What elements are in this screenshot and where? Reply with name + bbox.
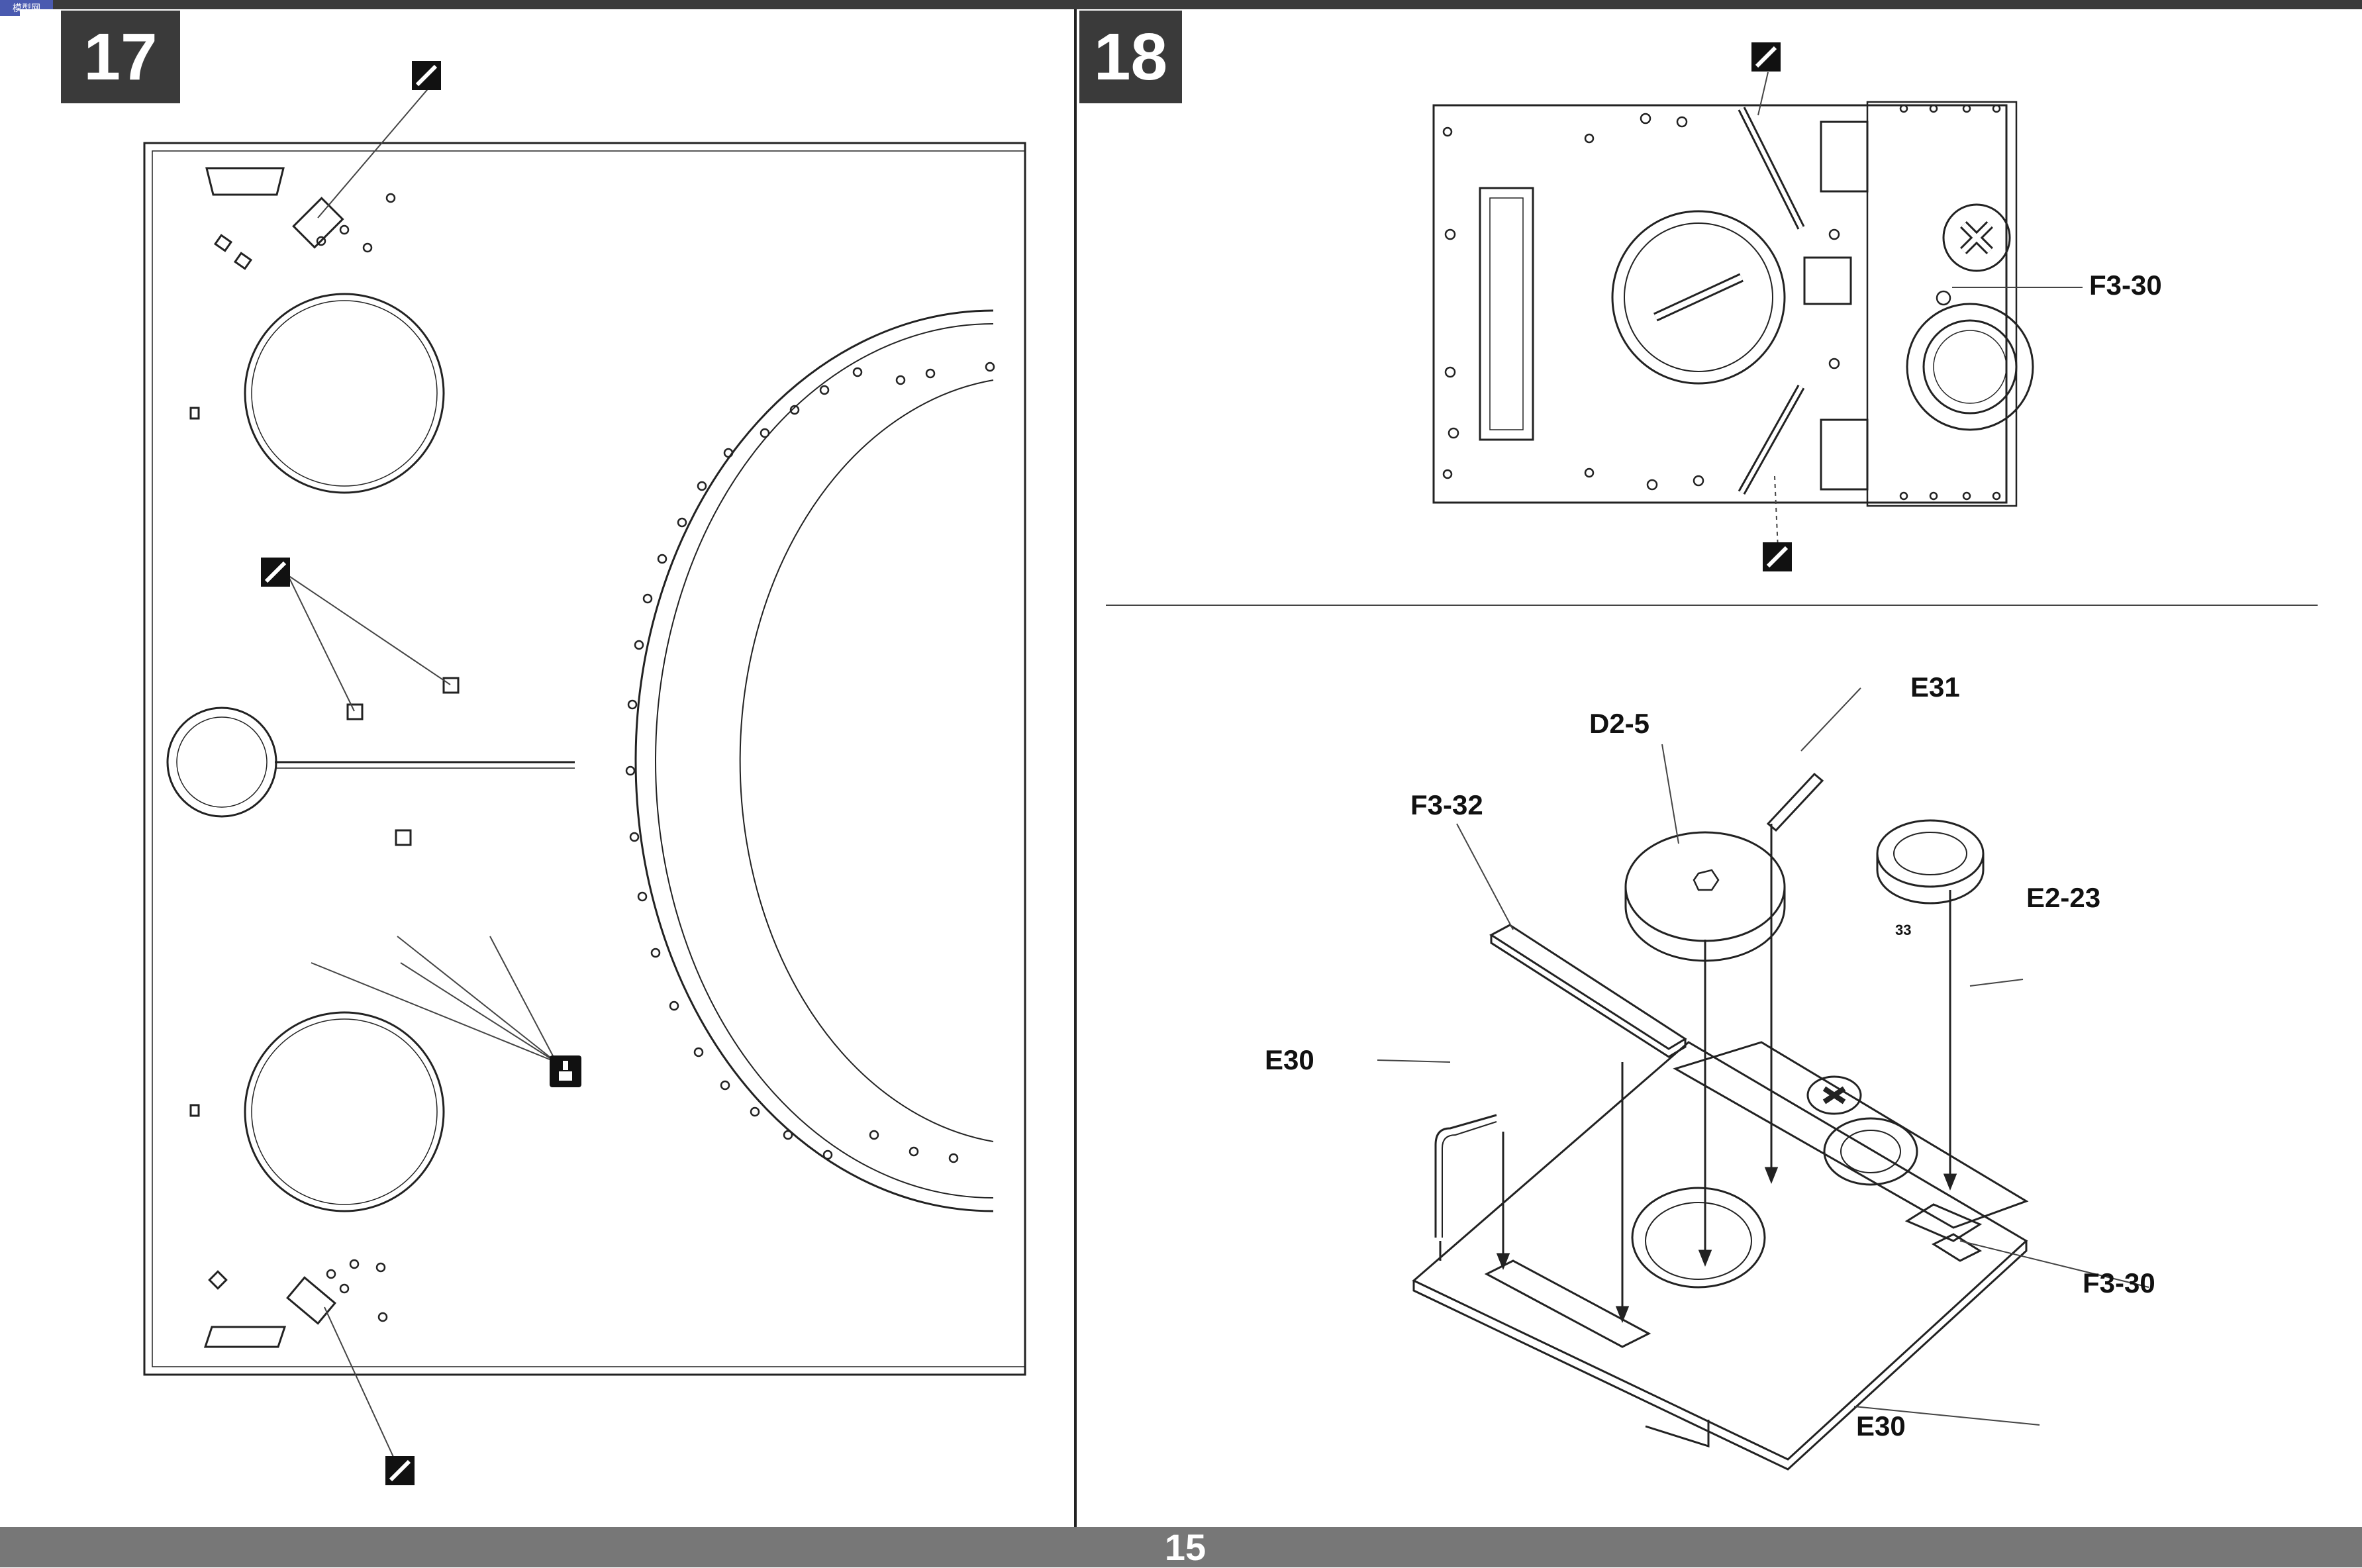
page-number: 15 [1164,1526,1206,1568]
top-view-hull-assembly [1106,72,2318,606]
cut-off-icon [385,1456,415,1485]
cut-off-icon [261,558,290,587]
callout-e31: E31 [1910,671,1960,703]
callout-f3-32: F3-32 [1410,789,1483,820]
step-number-badge-18: 18 [1079,11,1182,103]
cut-off-icon [1751,42,1781,72]
cut-off-icon [412,61,441,90]
cut-off-icon [1763,542,1792,571]
callout-f3-30-bottom: F3-30 [2083,1267,2155,1298]
page-gutter-line [1074,9,1077,1527]
step-number-badge-17: 17 [61,11,180,103]
top-border-strip [0,0,2362,9]
callout-f3-30-top: F3-30 [2089,270,2162,301]
left-page-step-17: 17 [20,9,1079,1527]
callout-e30-bottom: E30 [1856,1410,1906,1442]
hull-plate-drawing [143,81,1026,1473]
exploded-assembly-view [1377,687,2149,1471]
callout-d2-5: D2-5 [1589,708,1650,739]
callout-e30-left: E30 [1265,1044,1314,1075]
right-page-step-18: 18 [1079,9,2344,1527]
callout-e2-23: E2-23 [2026,882,2101,913]
e2-23-part-mark: 33 [1895,922,1912,938]
drill-hole-icon [550,1055,581,1087]
page-footer-bar [0,1527,2362,1567]
